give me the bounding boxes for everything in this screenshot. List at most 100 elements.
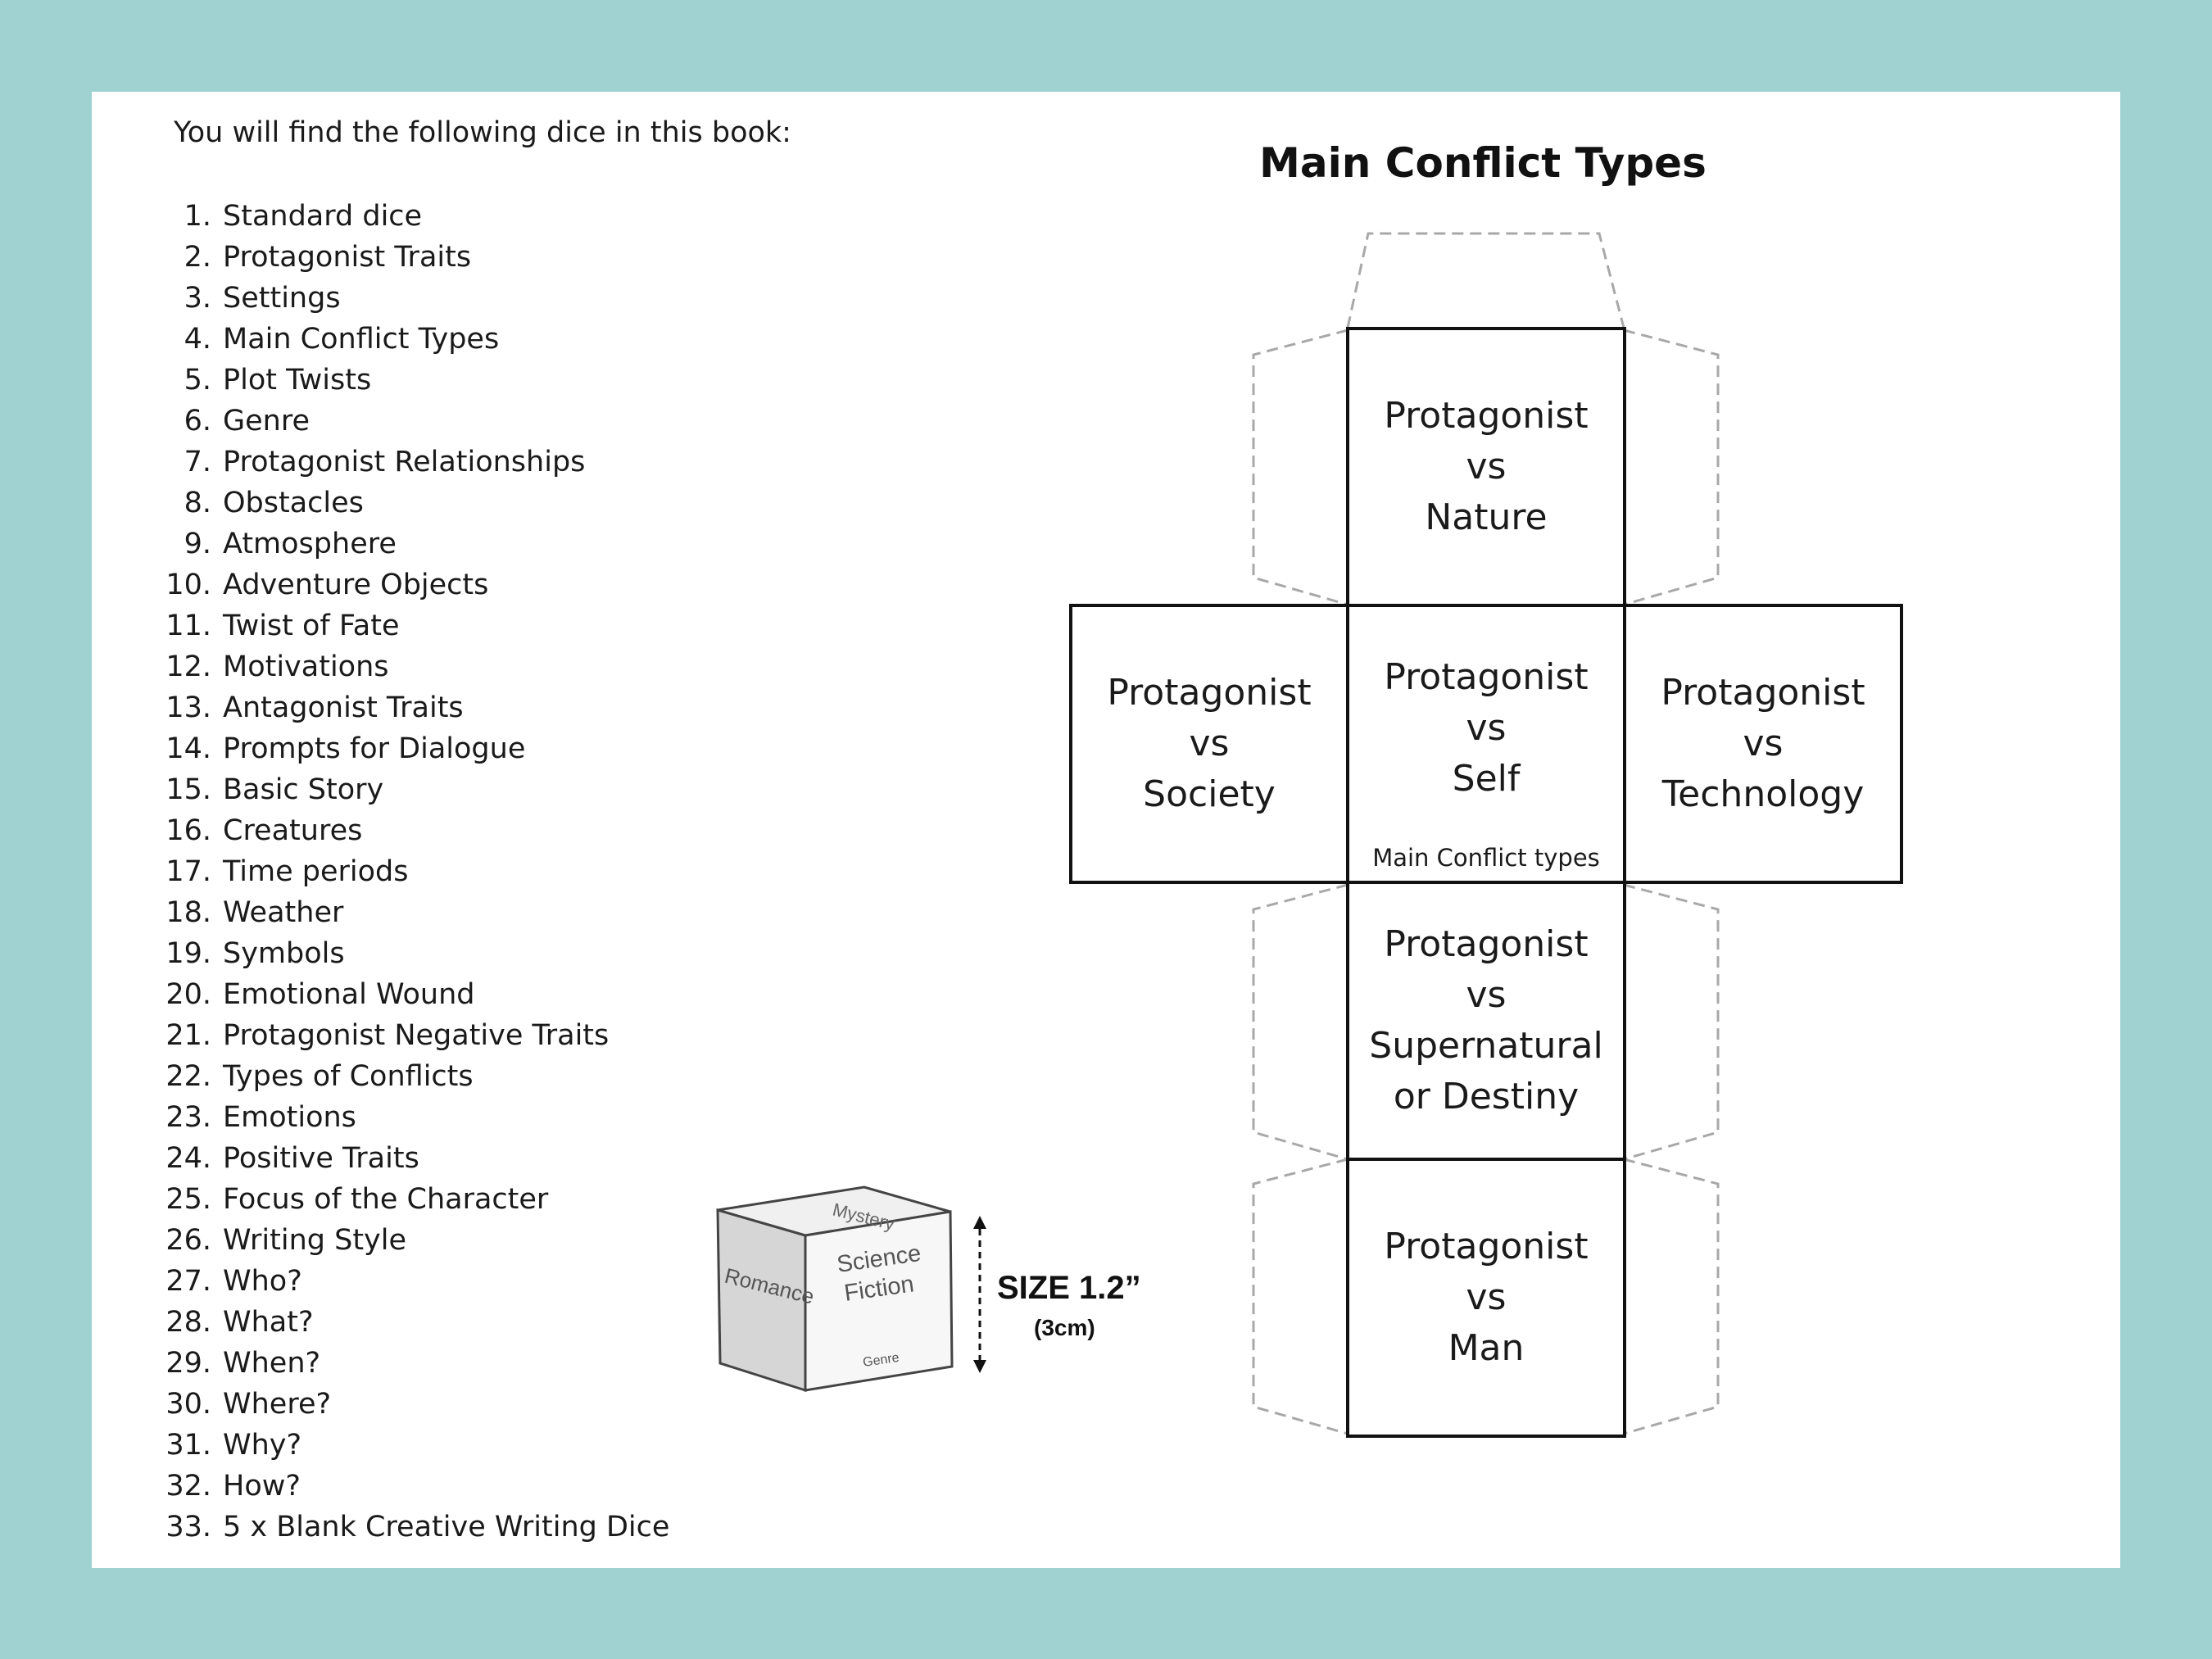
dice-list-item: 21.Protagonist Negative Traits <box>162 1015 669 1056</box>
dice-list-number: 7. <box>184 446 211 478</box>
dice-list-label: Weather <box>223 896 344 929</box>
dice-list-number: 3. <box>184 282 211 315</box>
glue-tabs <box>1252 232 1720 1435</box>
dice-list-label: What? <box>223 1306 314 1339</box>
dice-list-label: When? <box>223 1347 321 1380</box>
dice-list-item: 23.Emotions <box>162 1097 669 1138</box>
glue-tab-lower-left <box>1252 883 1349 1161</box>
face-line: Nature <box>1425 496 1548 538</box>
dice-list-number: 29. <box>165 1347 211 1380</box>
dice-list-item: 33.5 x Blank Creative Writing Dice <box>162 1507 669 1548</box>
dice-list-number: 22. <box>165 1060 211 1093</box>
dice-list-number: 6. <box>184 405 211 437</box>
dice-list-number: 15. <box>165 773 211 806</box>
glue-tab-top-right <box>1623 329 1720 606</box>
dice-list-number: 27. <box>165 1265 211 1298</box>
dice-list-label: Creatures <box>223 814 363 847</box>
dice-list-item: 26. Writing Style <box>162 1220 669 1261</box>
glue-tab-lower-right <box>1623 883 1720 1161</box>
dice-list-item: 5.Plot Twists <box>162 360 669 401</box>
dice-list-label: Emotional Wound <box>223 978 475 1011</box>
face-line: vs <box>1189 723 1230 764</box>
dice-list-item: 31.Why? <box>162 1425 669 1466</box>
dice-list-number: 24. <box>165 1142 211 1175</box>
face-line: vs <box>1743 723 1784 764</box>
face-right <box>1623 604 1903 884</box>
face-top <box>1346 327 1626 607</box>
dice-list-number: 2. <box>184 241 211 274</box>
dice-list-number: 19. <box>165 937 211 970</box>
dice-list-item: 18.Weather <box>162 892 669 933</box>
dice-list-label: Protagonist Relationships <box>223 446 586 478</box>
face-line: or Destiny <box>1393 1076 1580 1117</box>
dice-list-label: Atmosphere <box>223 528 397 560</box>
dice-list-label: Writing Style <box>223 1224 407 1257</box>
glue-tab-top <box>1346 232 1625 329</box>
dice-list-item: 1.Standard dice <box>162 196 669 237</box>
face-line: Protagonist <box>1384 656 1589 698</box>
face-line: Protagonist <box>1384 395 1589 437</box>
dice-list-number: 28. <box>165 1306 211 1339</box>
face-line: Protagonist <box>1384 1226 1589 1267</box>
face-line: Supernatural <box>1369 1025 1603 1067</box>
dice-list-item: 13.Antagonist Traits <box>162 687 669 728</box>
dice-list-label: Antagonist Traits <box>223 691 464 724</box>
die-faces <box>1069 327 1903 1438</box>
dice-list-item: 20.Emotional Wound <box>162 974 669 1015</box>
dice-list-item: 3.Settings <box>162 278 669 319</box>
dice-list-number: 23. <box>165 1101 211 1134</box>
face-line: vs <box>1466 446 1507 487</box>
dice-list-number: 4. <box>184 323 211 356</box>
arrow-down-icon <box>973 1360 986 1373</box>
dice-list-label: Who? <box>223 1265 302 1298</box>
dice-list-item: 12.Motivations <box>162 646 669 687</box>
dice-list-number: 26. <box>165 1224 211 1257</box>
dice-list-item: 24. Positive Traits <box>162 1138 669 1179</box>
dice-list-label: Twist of Fate <box>223 610 400 642</box>
face-line: vs <box>1466 1276 1507 1318</box>
sample-die-front-caption: Genre <box>862 1351 900 1370</box>
dice-list-label: Positive Traits <box>223 1142 419 1175</box>
dice-list-item: 2. Protagonist Traits <box>162 237 669 278</box>
face-center <box>1346 604 1626 884</box>
face-line: vs <box>1466 707 1507 749</box>
size-label: SIZE 1.2” <box>997 1270 1141 1306</box>
dice-list-label: 5 x Blank Creative Writing Dice <box>223 1511 670 1543</box>
dice-list-label: Motivations <box>223 650 389 683</box>
dice-list-label: Protagonist Traits <box>223 241 472 274</box>
dice-list-number: 5. <box>184 364 211 397</box>
dice-list-label: Symbols <box>223 937 345 970</box>
dice-list-label: Standard dice <box>223 200 423 233</box>
glue-tab-top-left <box>1252 329 1349 606</box>
dice-list-label: Main Conflict Types <box>223 323 500 356</box>
dice-list-number: 14. <box>165 732 211 765</box>
face-line: Protagonist <box>1107 672 1312 714</box>
dice-list-label: Types of Conflicts <box>223 1060 474 1093</box>
glue-tab-bottom-right <box>1623 1158 1720 1435</box>
dice-list-number: 32. <box>165 1470 211 1503</box>
dice-list-label: Basic Story <box>223 773 384 806</box>
dice-list-item: 22. Types of Conflicts <box>162 1056 669 1097</box>
dice-list-label: Obstacles <box>223 487 364 519</box>
dice-list-item: 14.Prompts for Dialogue <box>162 728 669 769</box>
face-line: Self <box>1452 758 1521 800</box>
dice-list-item: 25.Focus of the Character <box>162 1179 669 1220</box>
dice-list-label: Adventure Objects <box>223 569 489 601</box>
dice-list-item: 7. Protagonist Relationships <box>162 442 669 483</box>
dice-list-label: Where? <box>223 1388 332 1421</box>
face-line: vs <box>1466 974 1507 1016</box>
arrow-up-icon <box>973 1216 986 1229</box>
face-line: Protagonist <box>1661 672 1865 714</box>
size-sub-label: (3cm) <box>1034 1315 1095 1340</box>
dice-list-label: Genre <box>223 405 310 437</box>
dice-list-label: Focus of the Character <box>223 1183 549 1216</box>
dice-list-item: 32.How? <box>162 1466 669 1507</box>
dice-list-item: 29. When? <box>162 1343 669 1384</box>
dice-list-number: 16. <box>165 814 211 847</box>
